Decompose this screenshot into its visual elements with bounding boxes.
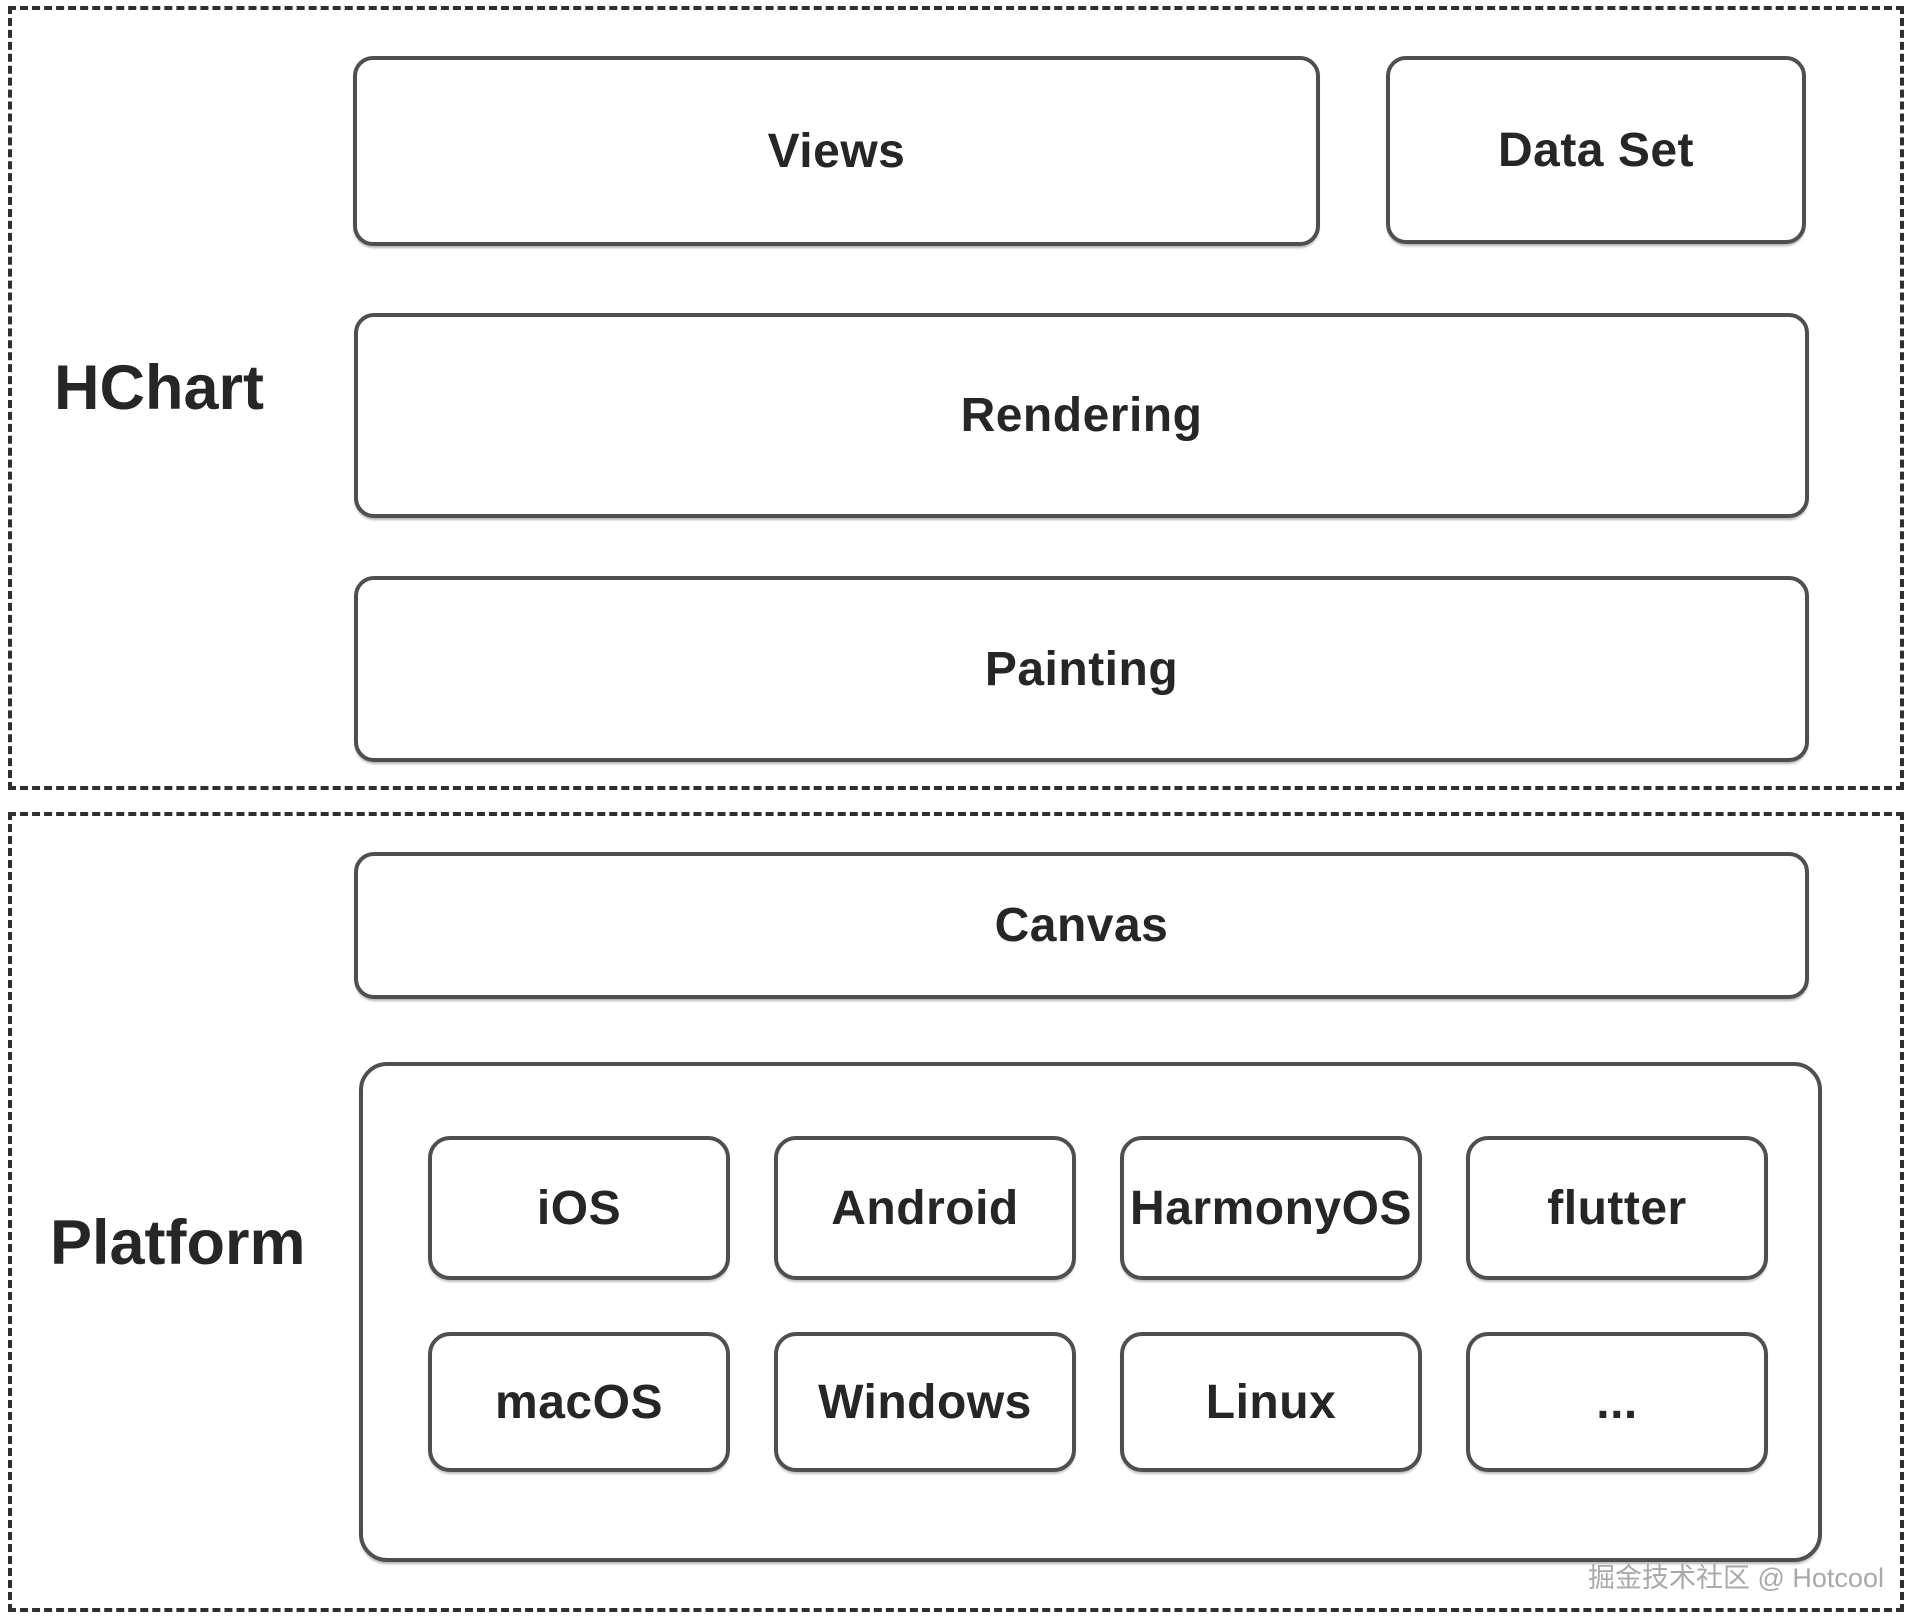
platform-chip-flutter-label: flutter — [1547, 1181, 1687, 1235]
painting-box: Painting — [354, 576, 1809, 762]
platform-chip-linux-label: Linux — [1205, 1375, 1337, 1429]
dataset-box: Data Set — [1386, 56, 1806, 244]
watermark-text: 掘金技术社区 @ Hotcool — [1588, 1563, 1884, 1593]
platform-chip-android-label: Android — [831, 1181, 1019, 1235]
platform-chip-more-label: ... — [1596, 1375, 1638, 1429]
rendering-box-label: Rendering — [960, 389, 1203, 442]
platform-chip-harmonyos-label: HarmonyOS — [1130, 1181, 1412, 1235]
views-box-label: Views — [767, 124, 906, 178]
platform-chip-windows: Windows — [774, 1332, 1076, 1472]
platform-targets-container: iOS Android HarmonyOS flutter macOS Wind… — [359, 1062, 1822, 1562]
platform-chip-ios-label: iOS — [536, 1181, 622, 1235]
platform-chip-flutter: flutter — [1466, 1136, 1768, 1280]
canvas-box-label: Canvas — [994, 899, 1169, 952]
platform-chip-macos: macOS — [428, 1332, 730, 1472]
hchart-section-label: HChart — [54, 353, 265, 423]
hchart-section: HChart Views Data Set Rendering Painting — [8, 6, 1904, 790]
platform-chip-android: Android — [774, 1136, 1076, 1280]
platform-chip-more: ... — [1466, 1332, 1768, 1472]
platform-chip-linux: Linux — [1120, 1332, 1422, 1472]
rendering-box: Rendering — [354, 313, 1809, 518]
platform-chip-ios: iOS — [428, 1136, 730, 1280]
platform-section: Platform Canvas iOS Android HarmonyOS fl… — [8, 812, 1904, 1612]
painting-box-label: Painting — [984, 642, 1179, 696]
platform-chip-macos-label: macOS — [495, 1375, 663, 1429]
views-box: Views — [353, 56, 1320, 246]
platform-section-label: Platform — [50, 1208, 306, 1278]
dataset-box-label: Data Set — [1497, 123, 1695, 177]
platform-chip-windows-label: Windows — [818, 1375, 1032, 1429]
platform-chip-harmonyos: HarmonyOS — [1120, 1136, 1422, 1280]
canvas-box: Canvas — [354, 852, 1809, 999]
